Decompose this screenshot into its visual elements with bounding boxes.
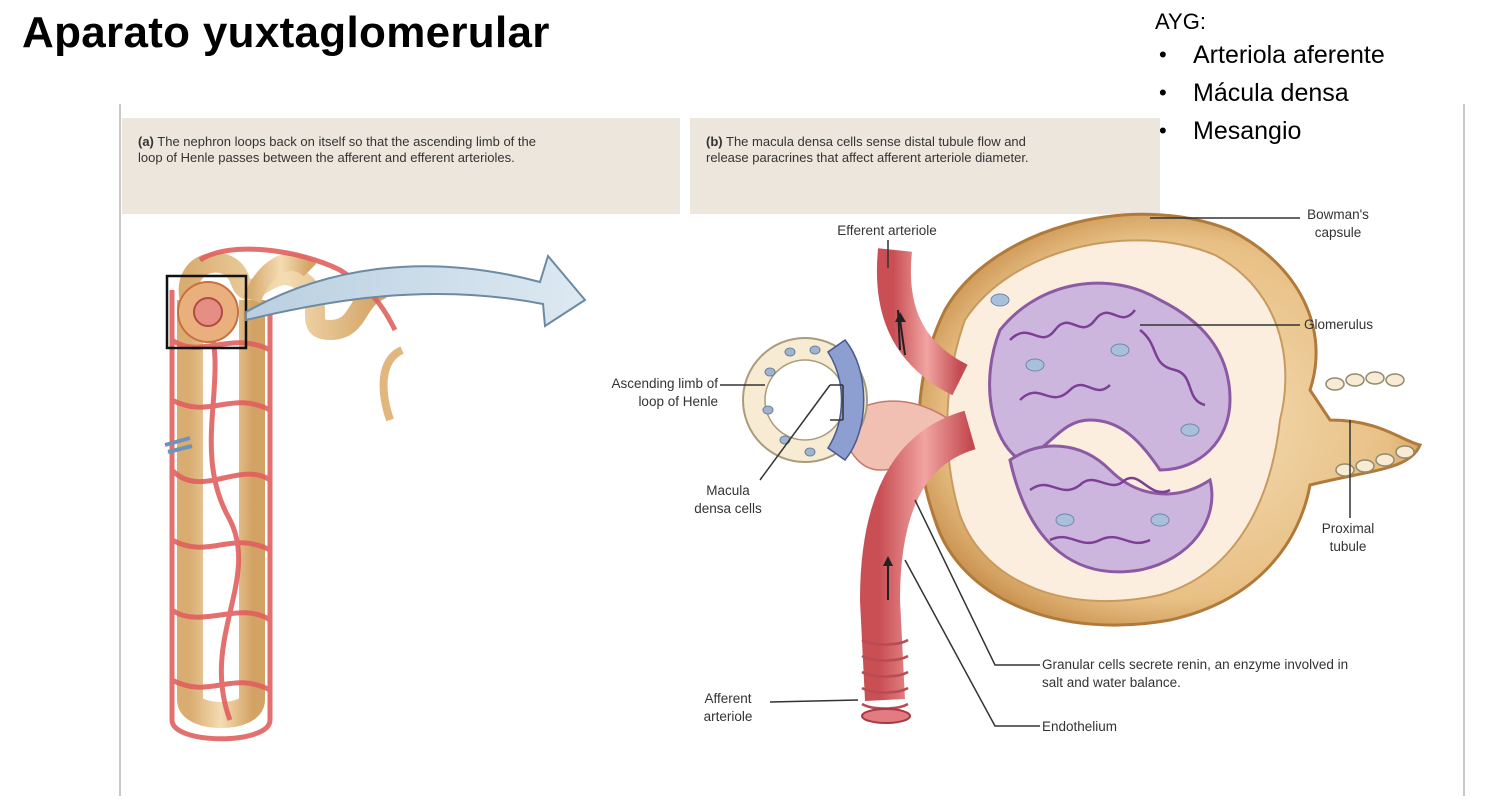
frame-right-border bbox=[1463, 104, 1465, 796]
jga-illustration bbox=[742, 212, 1423, 724]
ayg-item: •Mesangio bbox=[1159, 117, 1302, 145]
panel-a-letter: (a) bbox=[138, 134, 154, 149]
zoom-arrow bbox=[245, 253, 587, 328]
label-bowmans-capsule: Bowman's capsule bbox=[1307, 207, 1369, 240]
label-glomerulus: Glomerulus bbox=[1304, 317, 1374, 332]
panel-b-letter: (b) bbox=[706, 134, 723, 149]
label-proximal-tubule: Proximal tubule bbox=[1321, 521, 1375, 554]
label-macula-densa: Macula densa cells bbox=[694, 483, 762, 516]
leader-lines bbox=[720, 217, 1351, 727]
panel-a-caption-text: The nephron loops back on itself so that… bbox=[138, 134, 536, 165]
label-afferent-arteriole: Afferent arteriole bbox=[703, 691, 753, 724]
panel-b-caption: (b) The macula densa cells sense distal … bbox=[690, 118, 1160, 214]
nephron-illustration bbox=[164, 246, 587, 781]
frame-left-border bbox=[119, 104, 121, 796]
ayg-item: •Arteriola aferente bbox=[1159, 41, 1385, 69]
label-efferent-arteriole: Efferent arteriole bbox=[837, 223, 937, 238]
label-granular-cells: Granular cells secrete renin, an enzyme … bbox=[1042, 657, 1349, 690]
ayg-item: •Mácula densa bbox=[1159, 79, 1349, 107]
slide-title: Aparato yuxtaglomerular bbox=[22, 8, 550, 57]
label-ascending-limb: Ascending limb of loop of Henle bbox=[611, 376, 718, 409]
panel-b-caption-text: The macula densa cells sense distal tubu… bbox=[706, 134, 1029, 165]
ayg-list: AYG: •Arteriola aferente •Mácula densa •… bbox=[1155, 8, 1385, 150]
panel-a-caption: (a) The nephron loops back on itself so … bbox=[122, 118, 680, 214]
ayg-heading: AYG: bbox=[1155, 9, 1206, 34]
label-endothelium: Endothelium bbox=[1042, 719, 1118, 734]
